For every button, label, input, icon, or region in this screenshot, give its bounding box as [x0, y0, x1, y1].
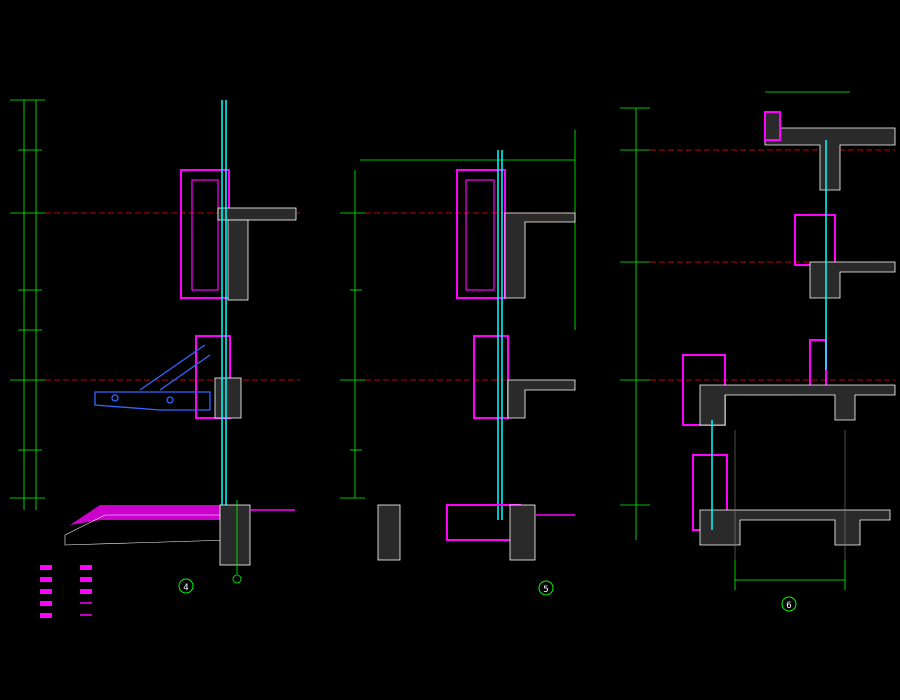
section-6-glass-line [711, 140, 827, 530]
section-6-roof-slab [764, 111, 896, 191]
section-6-lower-slab [699, 384, 896, 426]
section-6-detail: 6 [620, 91, 896, 612]
section-6-dimension-chain [620, 91, 850, 590]
section-4-upper-slab [217, 207, 297, 301]
section-5-marker: 5 [538, 580, 554, 596]
section-4-lower-window [195, 335, 231, 419]
section-4-marker: 4 [178, 578, 194, 594]
section-5-glass-line [497, 150, 503, 520]
section-6-gridlines [734, 430, 846, 560]
section-5-lower-window [473, 335, 509, 419]
section-4-glass-line [221, 100, 227, 505]
section-6-level-lines [650, 149, 895, 381]
section-4-lower-slab [214, 377, 242, 419]
section-6-marker: 6 [781, 596, 797, 612]
section-6-middle-slab [809, 261, 896, 299]
section-5-lower-slab [507, 379, 576, 419]
section-4-canopy [94, 344, 211, 411]
section-5-upper-slab [504, 212, 576, 299]
section-5-detail: 5 [340, 130, 576, 596]
section-4-detail: 4 [10, 99, 300, 618]
section-5-marker-label: 5 [543, 585, 548, 595]
section-6-marker-label: 6 [786, 601, 791, 611]
section-4-marker-label: 4 [183, 583, 188, 593]
section-6-base-slab [699, 509, 891, 546]
section-5-dimension-chain [340, 130, 576, 499]
section-4-dimension-chain [10, 99, 45, 510]
section-4-ground [64, 504, 295, 566]
section-4-axis [232, 500, 242, 584]
section-4-legend [40, 565, 92, 618]
section-5-foundation [377, 504, 575, 561]
